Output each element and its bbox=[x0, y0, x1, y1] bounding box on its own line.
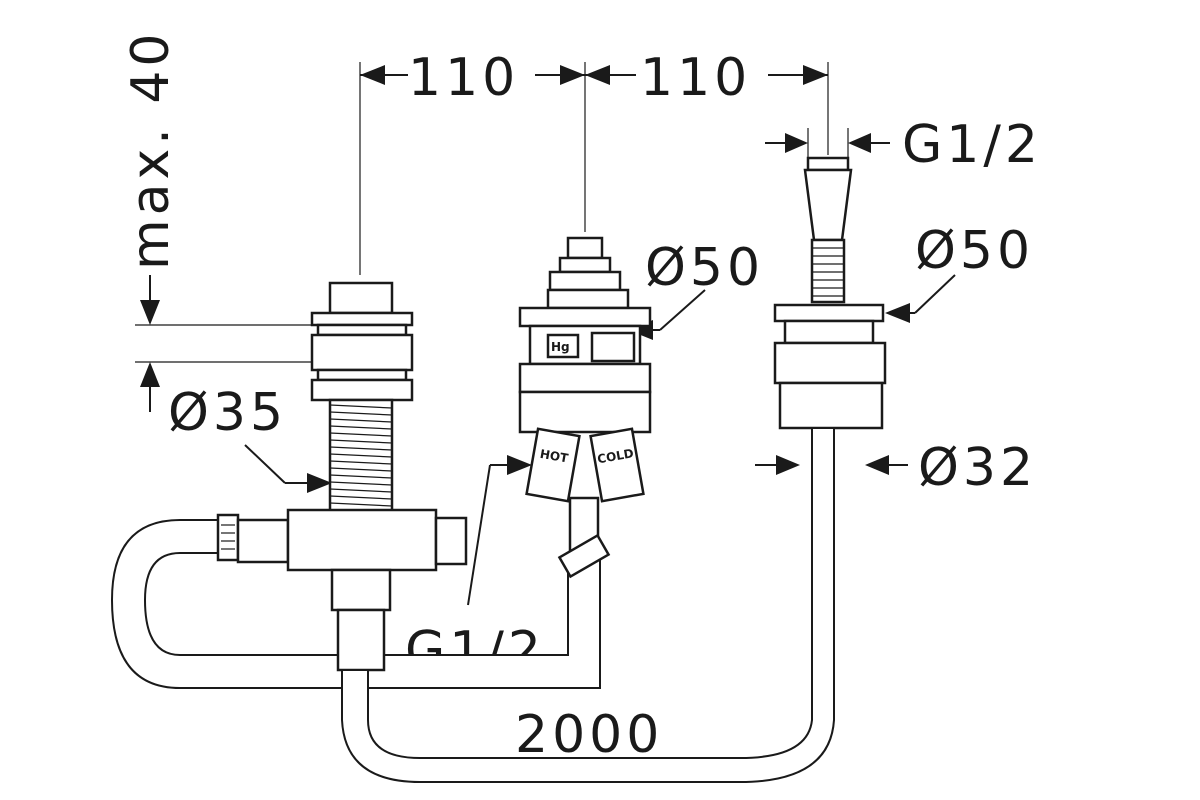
arrow-head bbox=[585, 65, 610, 85]
arrow-head bbox=[803, 65, 828, 85]
arrow-head bbox=[865, 455, 889, 475]
dimension-dia35: Ø35 bbox=[168, 383, 332, 493]
hg-logo-text: Hg bbox=[551, 340, 570, 354]
dimension-label-g12-top: G1/2 bbox=[902, 115, 1042, 175]
arrow-head bbox=[776, 455, 800, 475]
left-valve-unit bbox=[236, 281, 468, 672]
long-hose-2000: 2000 bbox=[341, 427, 835, 783]
dimension-label-110-left: 110 bbox=[408, 48, 519, 108]
arrow-head bbox=[560, 65, 585, 85]
dimension-label-110-right: 110 bbox=[640, 48, 751, 108]
dimension-label-dia50-right: Ø50 bbox=[915, 221, 1034, 281]
dimension-110-110: 110 110 bbox=[359, 48, 829, 275]
hose-length-label: 2000 bbox=[515, 705, 663, 765]
mixer-cartridge: Hg HOT COLD bbox=[518, 236, 652, 579]
arrow-head bbox=[307, 473, 332, 493]
arrow-head bbox=[140, 300, 160, 325]
arrow-head bbox=[885, 303, 910, 323]
shower-holder bbox=[773, 156, 887, 430]
dimension-dia32: Ø32 bbox=[755, 438, 1037, 498]
arrow-head bbox=[140, 362, 160, 387]
cold-label: COLD bbox=[596, 446, 635, 466]
dimension-dia50-middle: Ø50 bbox=[628, 238, 764, 340]
arrow-head bbox=[360, 65, 385, 85]
dimension-label-max-40: max. 40 bbox=[121, 29, 181, 270]
arrow-head bbox=[848, 133, 871, 153]
arrow-head bbox=[507, 455, 532, 475]
dimension-dia50-right: Ø50 bbox=[885, 221, 1034, 323]
left-loop-hose bbox=[110, 513, 601, 689]
hot-label: HOT bbox=[539, 447, 570, 466]
thread-pattern bbox=[329, 404, 393, 507]
thread-pattern bbox=[812, 247, 844, 297]
dimension-g12-top: G1/2 bbox=[765, 115, 1042, 175]
dimension-label-dia50-middle: Ø50 bbox=[645, 238, 764, 298]
dimension-label-dia32: Ø32 bbox=[918, 438, 1037, 498]
dimension-max-40: max. 40 bbox=[121, 29, 312, 412]
dimension-label-dia35: Ø35 bbox=[168, 383, 287, 443]
arrow-head bbox=[785, 133, 808, 153]
